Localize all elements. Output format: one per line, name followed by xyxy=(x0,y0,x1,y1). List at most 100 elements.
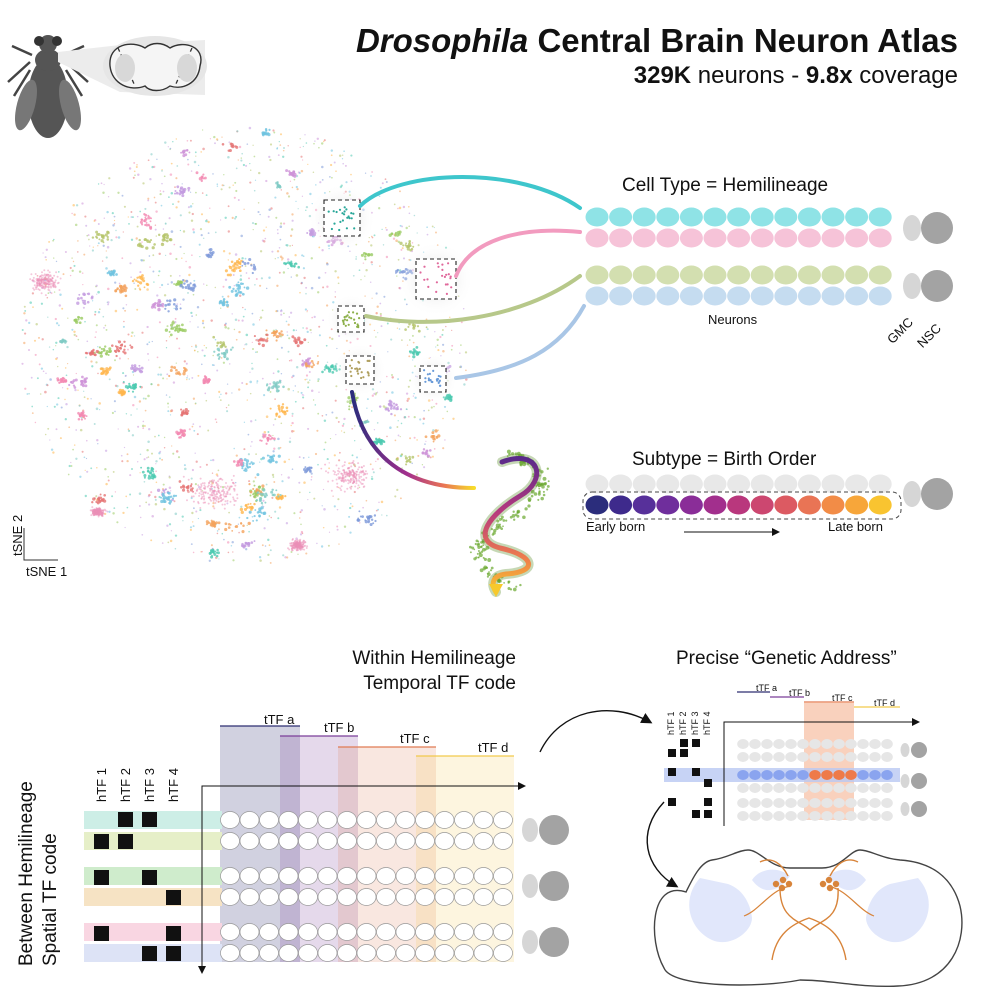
address-to-brain-arrow xyxy=(646,801,679,888)
neuron-cell xyxy=(473,832,494,850)
neuron-cell xyxy=(356,923,377,941)
neuron-cell xyxy=(239,888,260,906)
neuron-cell xyxy=(821,783,833,793)
neuron-cell xyxy=(881,752,893,762)
neuron-cell xyxy=(821,265,845,285)
neuron-cell xyxy=(833,798,845,808)
neuron-cell xyxy=(632,474,656,494)
neuron-cell xyxy=(797,474,821,494)
neuron-cell xyxy=(434,832,455,850)
neuron-cell xyxy=(821,739,833,749)
cluster-point xyxy=(498,523,501,526)
cluster-point xyxy=(493,528,497,533)
neuron-cell xyxy=(845,207,869,227)
neuron-cell xyxy=(869,811,881,821)
neuron-cell xyxy=(857,798,869,808)
neuron-cell xyxy=(259,832,279,850)
neuron-cell xyxy=(679,265,703,285)
neuron-cell xyxy=(750,474,774,494)
neuron-cell xyxy=(727,207,751,227)
cluster-point xyxy=(538,485,540,488)
nsc-cell xyxy=(921,212,953,244)
cluster-point xyxy=(488,571,490,573)
cluster-point xyxy=(495,526,499,530)
neuron-cell xyxy=(845,811,857,821)
neuron-cell xyxy=(845,265,869,285)
neuron-cell xyxy=(727,228,751,248)
birth-order-highlight xyxy=(582,491,902,520)
cluster-point xyxy=(480,550,484,554)
temporal-title-line1: Within Hemilineage xyxy=(352,648,516,669)
cluster-point xyxy=(500,527,504,531)
neuron-cell xyxy=(632,228,656,248)
cluster-point xyxy=(512,510,515,513)
neuron-cell xyxy=(774,265,798,285)
neuron-cell xyxy=(356,944,377,962)
neuron-cell xyxy=(585,286,609,306)
cluster-point xyxy=(530,489,535,494)
genetic-address-grid xyxy=(664,691,927,826)
neuron-cell xyxy=(317,832,338,850)
neuron-cell xyxy=(585,228,609,248)
cluster-point xyxy=(490,566,494,570)
neuron-cell xyxy=(749,783,761,793)
cluster-point xyxy=(502,519,506,522)
birth-order-trajectory xyxy=(482,456,540,595)
birth-ordered-neuron xyxy=(868,495,892,515)
cluster-point xyxy=(547,480,550,483)
htf-code-square xyxy=(704,779,712,787)
cluster-point xyxy=(540,496,544,501)
htf-3-label: hTF 3 xyxy=(142,768,157,802)
neuron-cell xyxy=(376,867,396,885)
neuron-cell xyxy=(278,832,299,850)
neuron-cell xyxy=(774,228,798,248)
early-born-label: Early born xyxy=(586,519,646,534)
neuron-cell xyxy=(337,944,357,962)
neuron-cell xyxy=(656,207,680,227)
nsc-cell xyxy=(539,871,569,901)
cluster-point xyxy=(475,539,479,543)
link-curve xyxy=(454,304,586,380)
birth-order-title: Subtype = Birth Order xyxy=(632,449,817,470)
gmc-cell xyxy=(900,774,910,788)
cluster-point xyxy=(540,470,544,474)
nsc-cell xyxy=(539,927,569,957)
neuron-cell xyxy=(761,739,773,749)
neuron-cell xyxy=(797,207,821,227)
htf-code-square xyxy=(692,768,700,776)
htf-code-square xyxy=(704,798,712,806)
neuron-cell xyxy=(656,286,680,306)
neuron-cell xyxy=(868,228,892,248)
cluster-point xyxy=(538,487,541,490)
neuron-cell xyxy=(337,923,357,941)
neuron-cell xyxy=(376,888,396,906)
cluster-point xyxy=(537,498,540,501)
neuron-cell xyxy=(376,832,396,850)
cluster-point xyxy=(506,455,509,457)
neuron-cell xyxy=(434,944,455,962)
neuron-cell xyxy=(679,286,703,306)
neuron-cell xyxy=(220,832,240,850)
neuron-cell xyxy=(833,739,845,749)
neuron-cell xyxy=(749,739,761,749)
addr-htf-1-label: hTF 1 xyxy=(666,711,676,735)
neuron-cell xyxy=(376,923,396,941)
neuron-cell xyxy=(727,474,751,494)
neuron-cell xyxy=(585,474,609,494)
late-born-label: Late born xyxy=(828,519,883,534)
neuron-cell xyxy=(415,867,435,885)
neuron-cell xyxy=(415,923,435,941)
neuron-cell xyxy=(809,770,821,780)
cluster-point xyxy=(508,453,511,456)
neuron-cell xyxy=(656,474,680,494)
nsc-cell xyxy=(539,815,569,845)
neuron-cell xyxy=(454,832,474,850)
neuron-cell xyxy=(761,811,773,821)
neuron-cell xyxy=(356,811,377,829)
neuron-cell xyxy=(737,739,749,749)
htf-code-square xyxy=(704,810,712,818)
htf-code-square xyxy=(142,870,157,885)
cluster-point xyxy=(505,519,508,522)
birth-ordered-neuron xyxy=(703,495,727,515)
birth-ordered-neuron xyxy=(585,495,609,515)
